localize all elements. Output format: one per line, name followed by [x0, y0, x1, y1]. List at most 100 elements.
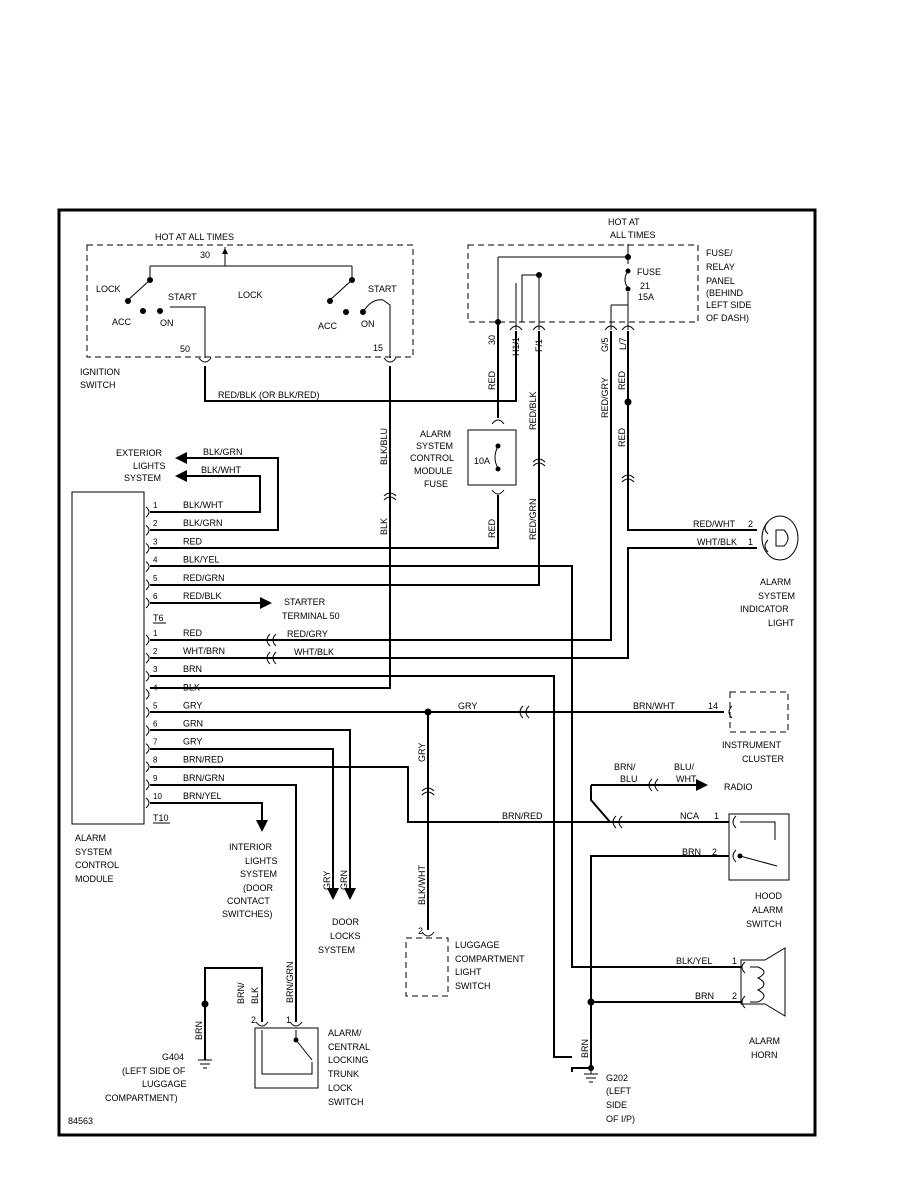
wire-wht-blk-ind: [150, 547, 757, 659]
luggage-name-2: COMPARTMENT: [455, 954, 525, 964]
pin-terminal: [145, 597, 150, 609]
interior-1: INTERIOR: [229, 842, 273, 852]
indicator-name-3: INDICATOR: [740, 604, 789, 614]
trunk-name-4: TRUNK: [328, 1069, 359, 1079]
pin-number: 2: [153, 647, 158, 656]
alarm-horn: 1 2 ALARM HORN: [732, 947, 786, 1060]
fuse-panel-name-5: LEFT SIDE: [706, 300, 751, 310]
fuse-panel-hot-2: ALL TIMES: [610, 230, 656, 240]
pin-terminal: [145, 779, 150, 791]
doorlocks-1: DOOR: [332, 917, 360, 927]
wire-red-t6-3: [150, 495, 499, 549]
pin-terminal: [145, 670, 150, 682]
ignition-terminal-15: 15: [373, 343, 383, 353]
fuse-21-rating: 15A: [638, 292, 654, 302]
horn-pin-1: 1: [732, 956, 737, 966]
wire-red-blk-ign50: [204, 331, 517, 402]
wire-label-brn-blk-2: BLK: [250, 987, 260, 1004]
indicator-name-4: LIGHT: [768, 618, 795, 628]
trunk-name-3: LOCKING: [328, 1055, 369, 1065]
instrument-cluster: 14 INSTRUMENT CLUSTER: [708, 691, 789, 764]
fuse-panel-name-4: (BEHIND: [706, 288, 744, 298]
pin-number: 4: [153, 683, 158, 692]
wire-label-blk-wht-top: BLK/WHT: [201, 465, 242, 475]
pin-number: 8: [153, 756, 158, 765]
module-fuse-l4: MODULE: [414, 466, 453, 476]
trunk-pin-1: 1: [286, 1015, 291, 1025]
starter-2: TERMINAL 50: [282, 611, 340, 621]
pin-terminal: [145, 707, 150, 718]
wire-brn-blu-radio: [590, 785, 611, 823]
ext-lights-2: LIGHTS: [133, 461, 166, 471]
wire-brn-grn-trunk: [150, 784, 297, 1022]
trunk-name-1: ALARM/: [328, 1028, 362, 1038]
t10-label: T10: [153, 813, 169, 823]
wire-label-red-l7-2: RED: [617, 427, 627, 447]
ignition-switch: HOT AT ALL TIMES 30 LOCK START LOCK STAR…: [80, 232, 414, 390]
wire-grn-doorlocks: [150, 729, 351, 888]
fuse-panel-name-2: RELAY: [706, 262, 735, 272]
wire-gry-doorlocks: [150, 748, 334, 888]
interior-6: SWITCHES): [222, 909, 273, 919]
wire-red-blk-f1: [150, 331, 540, 586]
interior-4: (DOOR: [243, 883, 273, 893]
g202-1: G202: [606, 1073, 628, 1083]
wire-label-blk-yel-horn: BLK/YEL: [676, 956, 713, 966]
wire-label-red-l7-1: RED: [617, 370, 627, 390]
fuse-panel-pin-l7: L/7: [618, 337, 628, 350]
interior-3: SYSTEM: [240, 869, 277, 879]
indicator-name-2: SYSTEM: [758, 591, 795, 601]
wire-label-gry-doorlock: GRY: [322, 871, 332, 890]
hood-name-2: ALARM: [752, 905, 783, 915]
module-fuse-l1: ALARM: [420, 429, 451, 439]
pin-terminal: [145, 761, 150, 773]
wire-label-red-module: RED: [487, 518, 497, 538]
g404-4: COMPARTMENT): [105, 1093, 178, 1103]
interior-2: LIGHTS: [245, 856, 278, 866]
wire-label-brn-wht-h: BRN/WHT: [633, 701, 675, 711]
alarm-control-module: [71, 491, 145, 825]
alarm-indicator-light: 2 1 ALARM SYSTEM INDICATOR LIGHT: [740, 515, 799, 628]
g202-2: (LEFT: [606, 1086, 632, 1096]
pin-wire-label: RED/BLK: [183, 591, 222, 601]
ignition-terminal-50: 50: [180, 344, 190, 354]
wire-label-brn-red-h: BRN/RED: [502, 811, 543, 821]
pin-number: 6: [153, 720, 158, 729]
wire-label-brn-horn: BRN: [695, 991, 714, 1001]
wire-red-l7: [627, 331, 757, 531]
pin-wire-label: GRN: [183, 719, 203, 729]
pin-terminal: [145, 688, 150, 700]
doorlocks-3: SYSTEM: [318, 945, 355, 955]
wire-label-red-grn: RED/GRN: [528, 498, 538, 540]
pin-wire-label: GRY: [183, 700, 202, 710]
pin-terminal: [145, 634, 150, 646]
pin-terminal: [145, 579, 150, 591]
ignition-switch-box: [86, 244, 414, 358]
pin-wire-label: BRN/YEL: [183, 791, 222, 801]
fuse-21-label: FUSE: [637, 267, 661, 277]
ignition-start-left: START: [168, 292, 197, 302]
pin-number: 1: [153, 629, 158, 638]
ext-lights-3: SYSTEM: [124, 473, 161, 483]
wire-blk-wht-ext: [150, 475, 261, 513]
pin-wire-label: BLK/WHT: [183, 500, 224, 510]
wire-label-brn-g202: BRN: [580, 1039, 590, 1058]
wire-label-red-blk-or: RED/BLK (OR BLK/RED): [218, 390, 320, 400]
wire-label-red-gry-v: RED/GRY: [600, 377, 610, 418]
pin-number: 5: [153, 574, 158, 583]
wire-label-wht-blk-h: WHT/BLK: [294, 647, 334, 657]
pin-wire-label: BLK: [183, 682, 200, 692]
ignition-hot-label: HOT AT ALL TIMES: [155, 232, 234, 242]
ignition-acc-right: ACC: [318, 321, 338, 331]
ignition-name-2: SWITCH: [80, 380, 116, 390]
hood-name-3: SWITCH: [746, 919, 782, 929]
wire-label-blu-wht-1: BLU/: [674, 762, 695, 772]
pin-wire-label: BRN/RED: [183, 755, 224, 765]
pin-terminal: [145, 743, 150, 754]
instrument-name-2: CLUSTER: [742, 754, 785, 764]
pin-terminal: [145, 506, 150, 518]
g202-4: OF I/P): [606, 1114, 635, 1124]
